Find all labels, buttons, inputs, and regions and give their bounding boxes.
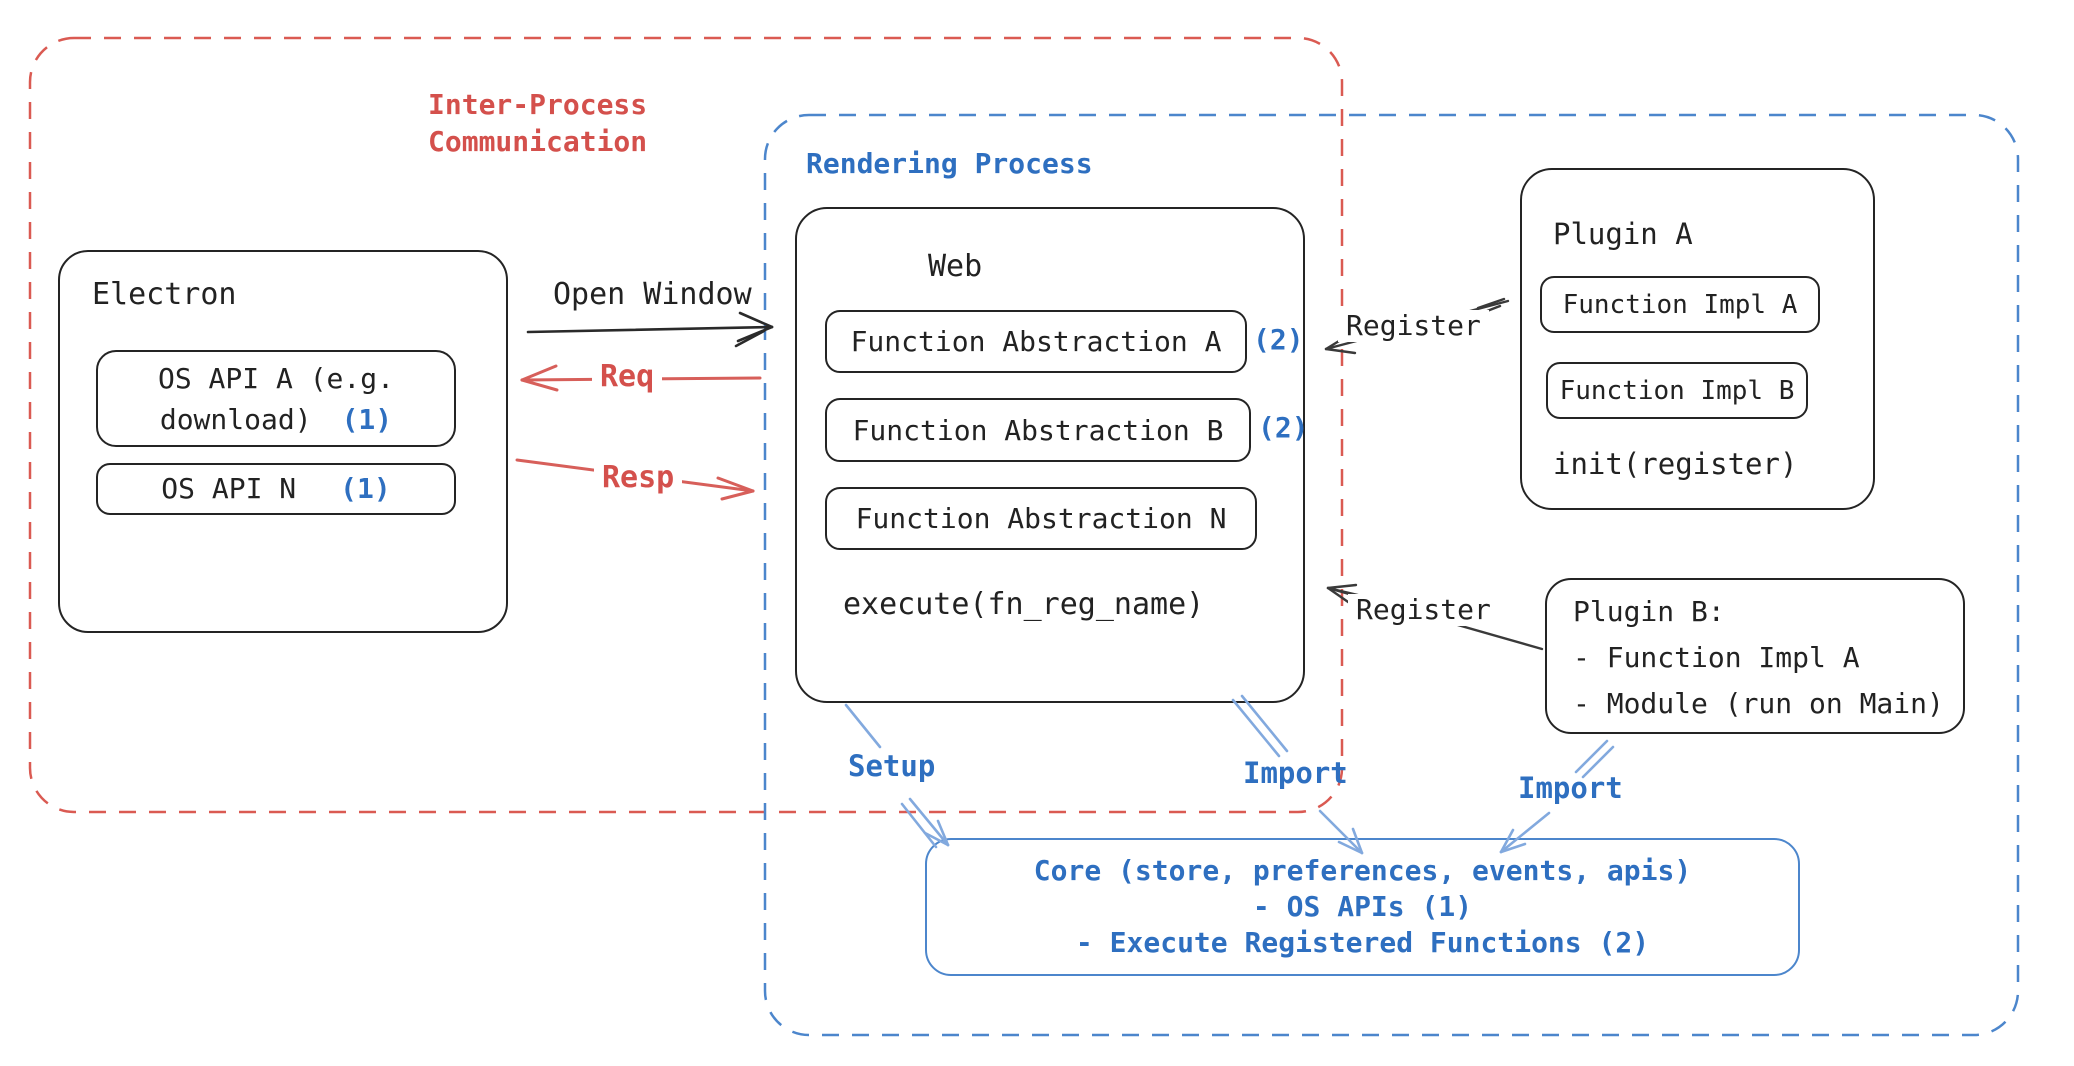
execute-label: execute(fn_reg_name): [843, 587, 1205, 622]
function-abstraction-a-label: Function Abstraction A: [850, 325, 1222, 358]
core-line-1: Core (store, preferences, events, apis): [1033, 854, 1692, 887]
os-api-n-ref: (1): [340, 471, 391, 505]
open-window-arrow: [526, 311, 774, 348]
electron-title: Electron: [92, 277, 237, 312]
register-bottom-label: Register: [1348, 593, 1499, 627]
plugin-b-item-2: - Module (run on Main): [1573, 687, 1944, 720]
import-web-label: Import: [1243, 756, 1348, 790]
resp-label: Resp: [594, 460, 683, 496]
os-api-a-ref: (1): [341, 402, 393, 436]
os-api-a-label: OS API A (e.g. download)(1): [157, 361, 394, 436]
core-label: Core (store, preferences, events, apis) …: [925, 838, 1800, 976]
plugin-b-item-1: - Function Impl A: [1573, 641, 1860, 674]
import-plugin-label: Import: [1518, 771, 1623, 805]
open-window-label: Open Window: [553, 277, 752, 312]
rendering-region-label: Rendering Process: [806, 147, 1093, 180]
function-abstraction-n-label: Function Abstraction N: [855, 502, 1227, 535]
setup-label: Setup: [848, 749, 936, 783]
function-abstraction-b-label: Function Abstraction B: [852, 413, 1224, 447]
req-label: Req: [592, 359, 663, 395]
function-abstraction-b-ref: (2): [1258, 411, 1309, 444]
function-impl-b-label: Function Impl B: [1559, 375, 1795, 406]
os-api-n-label: OS API N(1): [161, 471, 391, 505]
core-line-2: - OS APIs (1): [1252, 890, 1473, 923]
web-title: Web: [928, 249, 983, 284]
function-abstraction-a-ref: (2): [1253, 323, 1304, 356]
function-impl-a-label: Function Impl A: [1562, 289, 1798, 320]
init-register-label: init(register): [1553, 447, 1798, 481]
plugin-a-title: Plugin A: [1553, 217, 1693, 251]
plugin-b-title: Plugin B:: [1573, 595, 1725, 628]
register-top-label: Register: [1338, 309, 1489, 343]
core-line-3: - Execute Registered Functions (2): [1075, 926, 1650, 959]
